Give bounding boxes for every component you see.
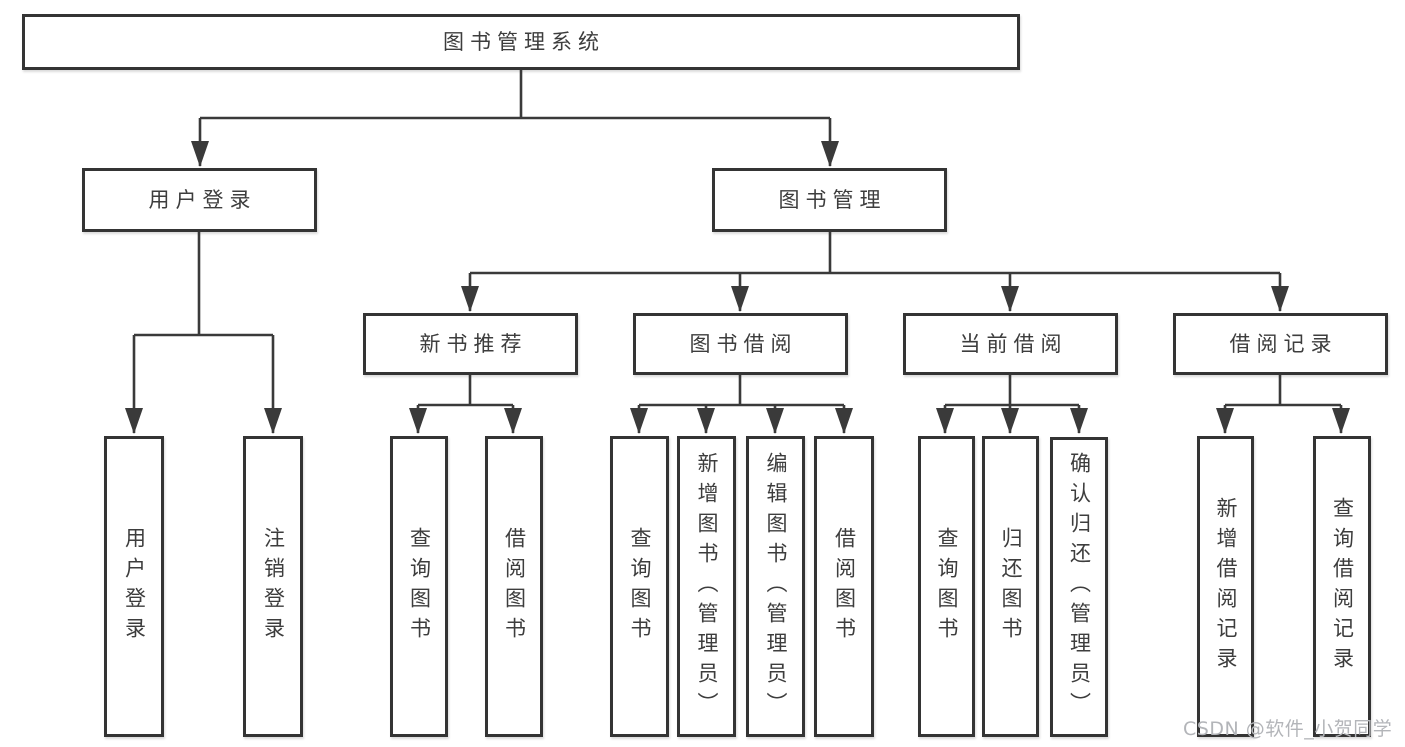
leaf-user-login-label: 用户登录 [122,526,147,647]
connector-trunks [134,70,1341,407]
leaf-borrow-book-1-label: 借阅图书 [502,526,527,647]
leaf-query-book-3: 查询图书 [918,436,975,737]
leaf-return-book: 归还图书 [982,436,1039,737]
leaf-user-login: 用户登录 [104,436,164,737]
node-book-borrow: 图书借阅 [633,313,848,375]
node-user-login: 用户登录 [82,168,317,232]
leaf-query-borrow-record: 查询借阅记录 [1313,436,1371,737]
leaf-query-book-2-label: 查询图书 [628,526,652,647]
node-user-login-label: 用户登录 [148,187,257,212]
leaf-add-borrow-record: 新增借阅记录 [1197,436,1254,737]
leaf-edit-book-admin-label: 编辑图书（管理员） [764,451,788,722]
leaf-borrow-book-2-label: 借阅图书 [832,526,857,647]
leaf-logout: 注销登录 [243,436,303,737]
node-current-borrow: 当前借阅 [903,313,1118,375]
leaf-query-book-1: 查询图书 [390,436,448,737]
node-borrow-records-label: 借阅记录 [1229,331,1338,356]
leaf-query-borrow-record-label: 查询借阅记录 [1330,496,1355,677]
leaf-confirm-return-admin: 确认归还（管理员） [1050,437,1108,737]
leaf-query-book-2: 查询图书 [610,436,669,737]
leaf-edit-book-admin: 编辑图书（管理员） [746,436,805,737]
node-borrow-records: 借阅记录 [1173,313,1388,375]
leaf-query-book-3-label: 查询图书 [935,526,959,647]
node-root: 图书管理系统 [22,14,1020,70]
leaf-query-book-1-label: 查询图书 [407,526,432,647]
node-book-borrow-label: 图书借阅 [689,331,798,356]
leaf-borrow-book-2: 借阅图书 [814,436,874,737]
arrow-stems [125,118,1350,434]
node-current-borrow-label: 当前借阅 [959,331,1068,356]
leaf-confirm-return-admin-label: 确认归还（管理员） [1067,452,1092,722]
node-book-management-label: 图书管理 [778,187,887,212]
leaf-return-book-label: 归还图书 [999,526,1023,647]
leaf-borrow-book-1: 借阅图书 [485,436,543,737]
node-new-book-recommend: 新书推荐 [363,313,578,375]
node-root-label: 图书管理系统 [443,29,605,54]
node-book-management: 图书管理 [712,168,947,232]
leaf-add-book-admin-label: 新增图书（管理员） [695,451,719,722]
csdn-watermark: CSDN @软件_小贺同学 [1183,718,1393,740]
leaf-add-borrow-record-label: 新增借阅记录 [1214,496,1238,677]
leaf-logout-label: 注销登录 [261,526,286,647]
node-new-book-recommend-label: 新书推荐 [419,331,528,356]
leaf-add-book-admin: 新增图书（管理员） [677,436,736,737]
